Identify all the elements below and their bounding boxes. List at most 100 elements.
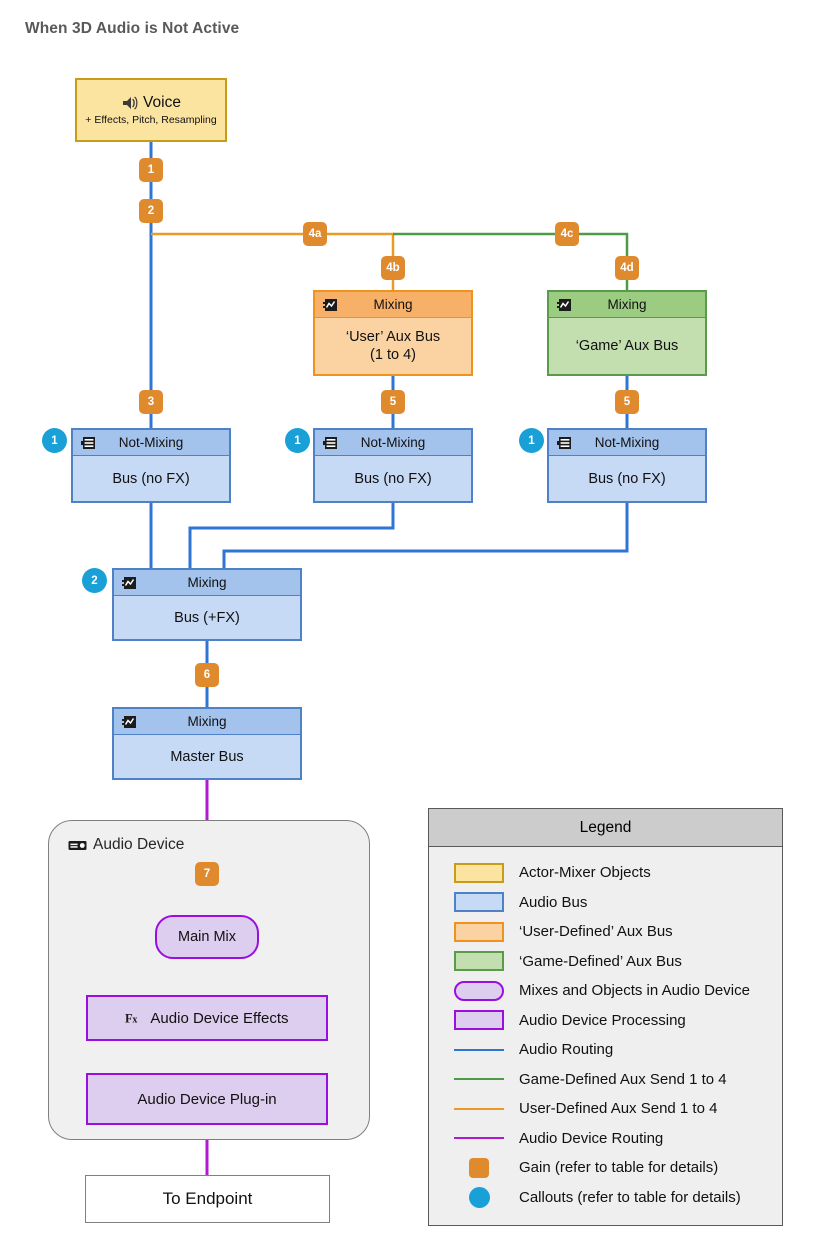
legend-swatch-rect	[454, 862, 504, 883]
gain-badge-4d[interactable]: 4d	[615, 256, 639, 280]
device-plugin-label: Audio Device Plug-in	[137, 1090, 277, 1108]
node-device-plugin[interactable]: Audio Device Plug-in	[86, 1073, 328, 1125]
callout-badge-bus-right[interactable]: 1	[519, 428, 544, 453]
node-voice[interactable]: Voice + Effects, Pitch, Resampling	[75, 78, 227, 142]
game-aux-header: Mixing	[549, 292, 705, 318]
legend-swatch-rect	[454, 1010, 504, 1031]
legend-item-label: ‘User-Defined’ Aux Bus	[519, 923, 673, 941]
user-aux-body-line2: (1 to 4)	[370, 347, 416, 363]
audio-device-icon	[68, 840, 87, 851]
bus-mid-body: Bus (no FX)	[354, 470, 432, 487]
node-main-mix[interactable]: Main Mix	[155, 915, 259, 959]
master-bus-body: Master Bus	[170, 748, 244, 765]
legend-item-label: Mixes and Objects in Audio Device	[519, 982, 750, 1000]
legend-item: Gain (refer to table for details)	[429, 1153, 782, 1183]
legend-item-label: Callouts (refer to table for details)	[519, 1188, 741, 1206]
mixing-icon	[122, 715, 137, 729]
gain-badge-4a[interactable]: 4a	[303, 222, 327, 246]
fx-icon: F x	[125, 1011, 142, 1026]
legend-item: Game-Defined Aux Send 1 to 4	[429, 1065, 782, 1095]
legend-item-label: Game-Defined Aux Send 1 to 4	[519, 1070, 727, 1088]
legend-item-label: User-Defined Aux Send 1 to 4	[519, 1100, 718, 1118]
voice-sublabel: + Effects, Pitch, Resampling	[85, 114, 217, 126]
legend-item-label: Actor-Mixer Objects	[519, 864, 651, 882]
legend-item-label: Audio Bus	[519, 893, 588, 911]
mixing-icon	[122, 576, 137, 590]
callout-badge-bus-fx[interactable]: 2	[82, 568, 107, 593]
bus-mid-header-label: Not-Mixing	[360, 435, 426, 450]
not-mixing-icon	[557, 436, 572, 450]
node-bus-left[interactable]: Not-Mixing Bus (no FX)	[71, 428, 231, 503]
legend-swatch-callout-badge	[468, 1186, 490, 1208]
legend-swatch-line	[454, 1078, 504, 1081]
node-endpoint[interactable]: To Endpoint	[85, 1175, 330, 1223]
node-game-aux-bus[interactable]: Mixing ‘Game’ Aux Bus	[547, 290, 707, 376]
svg-text:F: F	[125, 1012, 133, 1026]
callout-badge-bus-left[interactable]: 1	[42, 428, 67, 453]
legend-item: ‘Game-Defined’ Aux Bus	[429, 947, 782, 977]
master-bus-header-label: Mixing	[187, 714, 227, 729]
node-bus-fx[interactable]: Mixing Bus (+FX)	[112, 568, 302, 641]
user-aux-body: ‘User’ Aux Bus (1 to 4)	[315, 318, 471, 376]
legend-item-label: Audio Device Routing	[519, 1129, 664, 1147]
master-bus-header: Mixing	[114, 709, 300, 735]
svg-text:x: x	[133, 1015, 138, 1026]
legend-item: Audio Bus	[429, 888, 782, 918]
gain-badge-2[interactable]: 2	[139, 199, 163, 223]
gain-badge-6[interactable]: 6	[195, 663, 219, 687]
page-title: When 3D Audio is Not Active	[25, 20, 240, 37]
callout-badge-bus-mid[interactable]: 1	[285, 428, 310, 453]
gain-badge-4c[interactable]: 4c	[555, 222, 579, 246]
voice-label: Voice	[143, 94, 181, 111]
voice-icon	[121, 95, 138, 111]
legend-item-label: Audio Routing	[519, 1041, 614, 1059]
wire-bus-mid-to-fx	[188, 503, 395, 568]
legend-item: Mixes and Objects in Audio Device	[429, 976, 782, 1006]
node-user-aux-bus[interactable]: Mixing ‘User’ Aux Bus (1 to 4)	[313, 290, 473, 376]
main-mix-label: Main Mix	[177, 929, 236, 945]
bus-right-header: Not-Mixing	[549, 430, 705, 456]
bus-fx-header-label: Mixing	[187, 575, 227, 590]
legend-swatch-gain-badge	[469, 1157, 489, 1178]
mixing-icon	[557, 298, 572, 312]
wire-bus-right-to-fx	[222, 503, 629, 568]
bus-right-body: Bus (no FX)	[588, 470, 666, 487]
legend-swatch-rect	[454, 951, 504, 972]
bus-right-header-label: Not-Mixing	[594, 435, 660, 450]
legend-item: Callouts (refer to table for details)	[429, 1183, 782, 1213]
legend-swatch-line	[454, 1137, 504, 1140]
user-aux-header: Mixing	[315, 292, 471, 318]
game-aux-header-label: Mixing	[607, 297, 647, 312]
legend-item: Audio Device Processing	[429, 1006, 782, 1036]
audio-device-label: Audio Device	[93, 836, 185, 853]
legend-item: ‘User-Defined’ Aux Bus	[429, 917, 782, 947]
legend-item-label: Gain (refer to table for details)	[519, 1159, 719, 1177]
bus-fx-body: Bus (+FX)	[174, 609, 240, 626]
gain-badge-3[interactable]: 3	[139, 390, 163, 414]
gain-badge-4b[interactable]: 4b	[381, 256, 405, 280]
bus-mid-header: Not-Mixing	[315, 430, 471, 456]
gain-badge-7[interactable]: 7	[195, 862, 219, 886]
game-aux-body: ‘Game’ Aux Bus	[575, 338, 679, 355]
gain-badge-5-right[interactable]: 5	[615, 390, 639, 414]
bus-left-header: Not-Mixing	[73, 430, 229, 456]
legend-item-label: ‘Game-Defined’ Aux Bus	[519, 952, 682, 970]
not-mixing-icon	[323, 436, 338, 450]
gain-badge-5-mid[interactable]: 5	[381, 390, 405, 414]
node-master-bus[interactable]: Mixing Master Bus	[112, 707, 302, 780]
node-device-effects[interactable]: F x Audio Device Effects	[86, 995, 328, 1041]
legend-item: User-Defined Aux Send 1 to 4	[429, 1094, 782, 1124]
legend-title: Legend	[429, 809, 782, 847]
node-bus-right[interactable]: Not-Mixing Bus (no FX)	[547, 428, 707, 503]
user-aux-body-line1: ‘User’ Aux Bus	[345, 329, 441, 346]
endpoint-label: To Endpoint	[162, 1189, 253, 1208]
audio-device-label-row: Audio Device	[68, 836, 184, 854]
node-bus-mid[interactable]: Not-Mixing Bus (no FX)	[313, 428, 473, 503]
gain-badge-1[interactable]: 1	[139, 158, 163, 182]
mixing-icon	[323, 298, 338, 312]
voice-title-row: Voice	[121, 94, 181, 112]
legend-swatch-pill	[454, 980, 504, 1001]
